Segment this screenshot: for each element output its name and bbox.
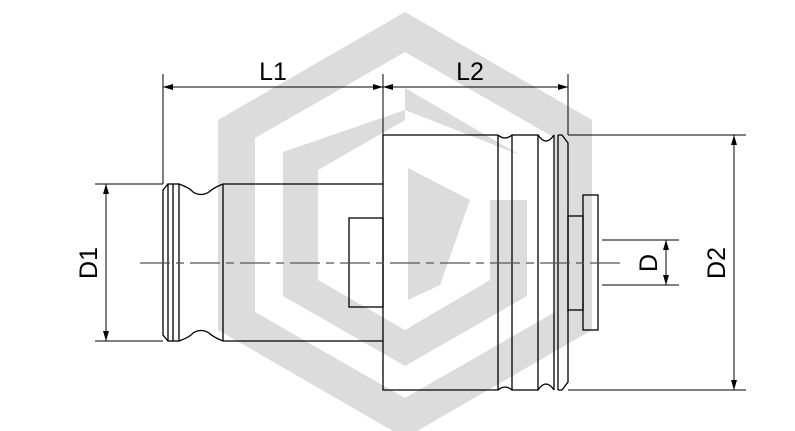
d-label: D — [635, 254, 663, 272]
d2-label: D2 — [703, 247, 731, 279]
l1-label: L1 — [259, 58, 287, 86]
watermark-logo — [218, 12, 592, 431]
d1-label: D1 — [75, 247, 103, 279]
l2-label: L2 — [456, 58, 484, 86]
